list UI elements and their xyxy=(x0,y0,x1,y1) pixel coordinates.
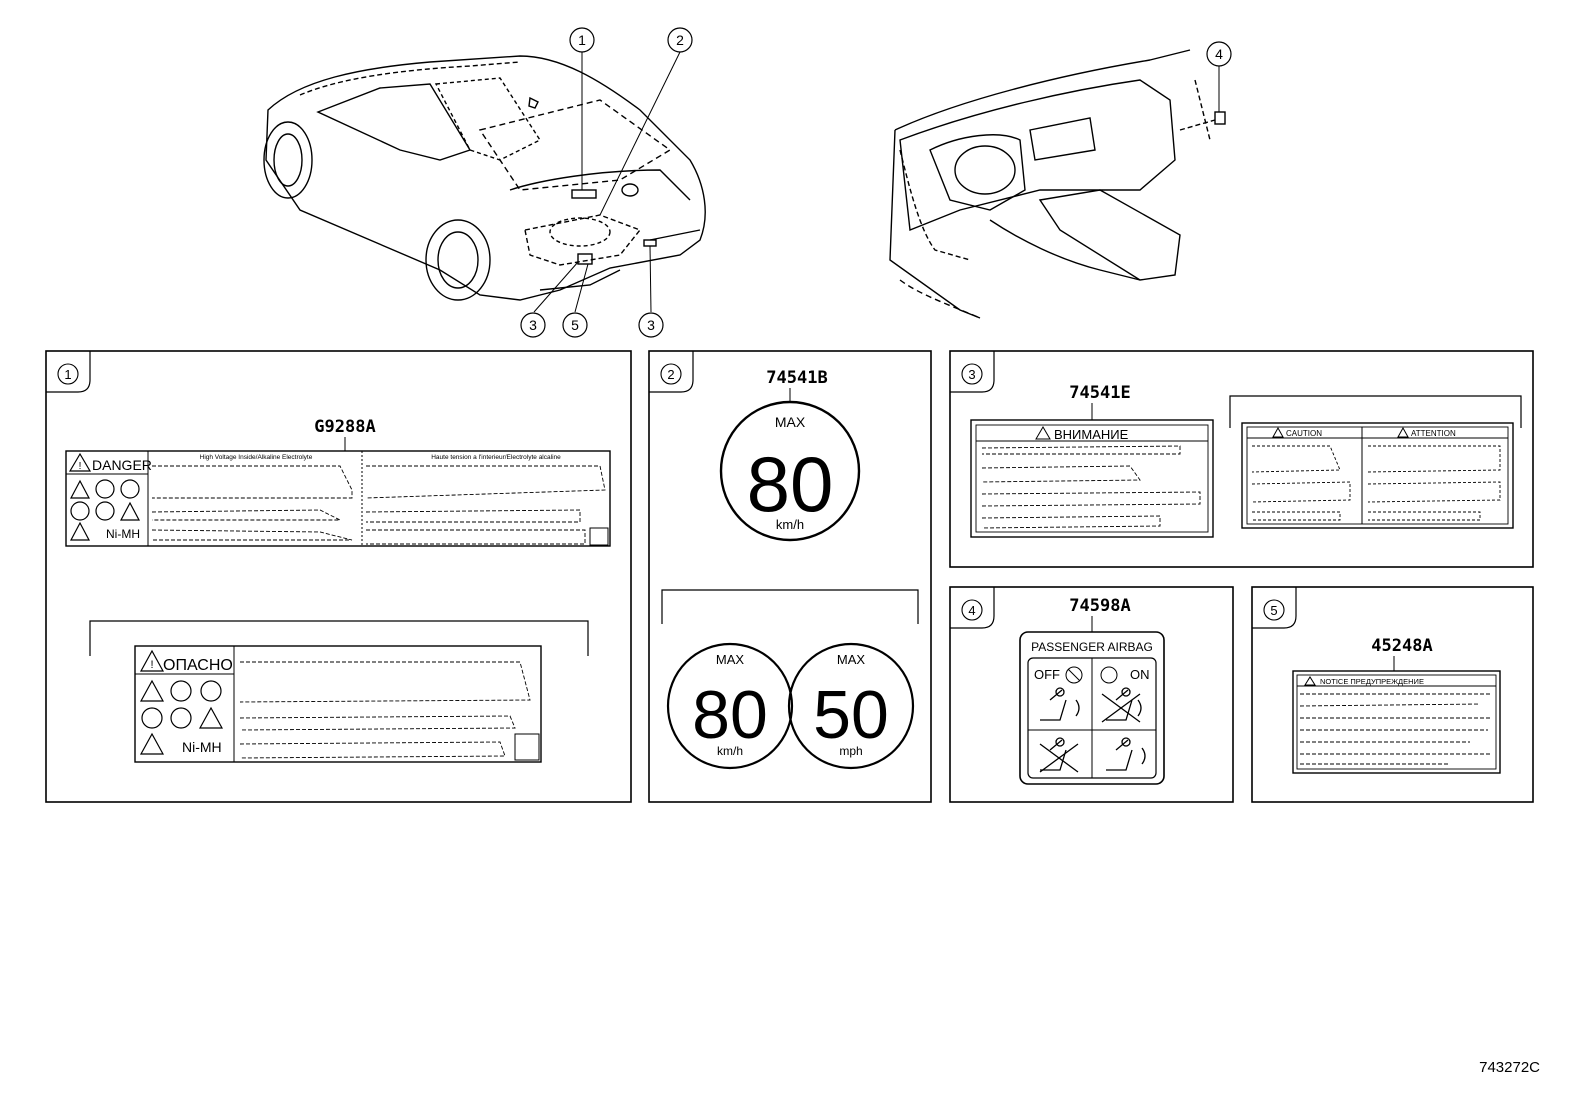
callout-number: 3 xyxy=(647,317,655,333)
callout-number: 3 xyxy=(529,317,537,333)
car-interior-illustration xyxy=(889,49,1226,319)
svg-text:!: ! xyxy=(79,461,82,472)
opasno-label: ! ОПАСНО Ni-MH xyxy=(134,645,542,763)
chemistry-label: Ni-MH xyxy=(182,739,222,755)
sign-top: MAX xyxy=(716,652,745,667)
airbag-on-label: ON xyxy=(1130,667,1150,682)
diagram-id: 743272C xyxy=(1479,1059,1540,1076)
panel-number: 5 xyxy=(1270,603,1277,618)
speed-sign-80-kmh: MAX 80 km/h xyxy=(666,642,794,770)
airbag-on-icon xyxy=(1100,666,1118,684)
callout-3-left: 3 xyxy=(520,312,546,338)
attention-heading: ATTENTION xyxy=(1411,429,1456,438)
callout-4-top: 4 xyxy=(1206,41,1232,67)
callout-1-top: 1 xyxy=(569,27,595,53)
panel-number: 3 xyxy=(968,367,975,382)
sign-unit: km/h xyxy=(717,744,743,758)
label-text-left: High Voltage Inside/Alkaline Electrolyte xyxy=(200,454,313,461)
panel-1: 1 G9288A ! DANGER Ni-MH High Voltage Ins… xyxy=(45,350,632,803)
chemistry-label: Ni-MH xyxy=(106,527,140,541)
panel-2: 2 74541B MAX 80 km/h MAX 80 km/h MAX 50 … xyxy=(648,350,932,803)
part-number: 45248A xyxy=(1371,636,1432,656)
part-number: 74541B xyxy=(766,368,827,388)
part-number: 74541E xyxy=(1069,383,1130,403)
airbag-title: PASSENGER AIRBAG xyxy=(1031,640,1153,654)
exterior-leader-lines xyxy=(533,51,681,313)
warning-triangle-icon xyxy=(139,649,165,672)
callout-3-right: 3 xyxy=(638,312,664,338)
panel-number: 2 xyxy=(667,367,674,382)
notice-header: NOTICE ПРЕДУПРЕЖДЕНИЕ xyxy=(1320,677,1424,686)
opasno-title: ОПАСНО xyxy=(163,657,233,674)
speed-sign-50-mph: MAX 50 mph xyxy=(787,642,915,770)
sign-value: 80 xyxy=(747,440,834,528)
speed-sign-80: MAX 80 km/h xyxy=(719,400,861,542)
notice-label: NOTICE ПРЕДУПРЕЖДЕНИЕ xyxy=(1292,670,1501,774)
vnimanie-label: ВНИМАНИЕ xyxy=(970,419,1214,538)
sign-top: MAX xyxy=(775,414,806,430)
airbag-off-label: OFF xyxy=(1034,667,1060,682)
warning-triangle-icon xyxy=(1304,676,1316,686)
part-number: G9288A xyxy=(314,417,375,437)
callout-number: 5 xyxy=(571,317,579,333)
svg-text:!: ! xyxy=(150,659,153,671)
seat-occupant-icon xyxy=(1039,687,1146,773)
warning-triangle-icon xyxy=(1035,426,1051,440)
panel-number: 4 xyxy=(968,603,975,618)
sign-top: MAX xyxy=(837,652,866,667)
callout-5-bottom: 5 xyxy=(562,312,588,338)
danger-title: DANGER xyxy=(92,457,152,473)
caution-heading: CAUTION xyxy=(1286,429,1322,438)
callout-number: 1 xyxy=(578,32,586,48)
warning-triangle-icon xyxy=(68,452,92,472)
sign-unit: km/h xyxy=(776,517,804,532)
passenger-airbag-label: PASSENGER AIRBAG OFF ON xyxy=(1019,631,1165,785)
label-text-right: Haute tension a l'interieur/Electrolyte … xyxy=(431,454,561,461)
warning-triangle-icon xyxy=(1397,426,1409,438)
callout-number: 2 xyxy=(676,32,684,48)
callout-number: 4 xyxy=(1215,46,1223,62)
caution-attention-label: CAUTION ATTENTION xyxy=(1241,422,1514,529)
danger-label: ! DANGER Ni-MH High Voltage Inside/Alkal… xyxy=(65,450,611,547)
car-exterior-illustration xyxy=(263,55,706,301)
panel-4: 4 74598A PASSENGER AIRBAG OFF ON xyxy=(949,586,1234,803)
callout-2-top: 2 xyxy=(667,27,693,53)
panel-5: 5 45248A NOTICE ПРЕДУПРЕЖДЕНИЕ xyxy=(1251,586,1534,803)
panel-3: 3 74541E ВНИМАНИЕ CAUTION ATTE xyxy=(949,350,1534,568)
sign-value: 80 xyxy=(692,677,768,753)
sign-value: 50 xyxy=(813,677,889,753)
hazard-symbols-icon xyxy=(139,679,224,755)
label-title: ВНИМАНИЕ xyxy=(1054,427,1129,442)
warning-triangle-icon xyxy=(1272,426,1284,438)
airbag-off-icon xyxy=(1065,666,1083,684)
panel-number: 1 xyxy=(64,367,71,382)
part-number: 74598A xyxy=(1069,596,1130,616)
sign-unit: mph xyxy=(839,744,862,758)
hazard-symbols-icon xyxy=(70,479,140,541)
